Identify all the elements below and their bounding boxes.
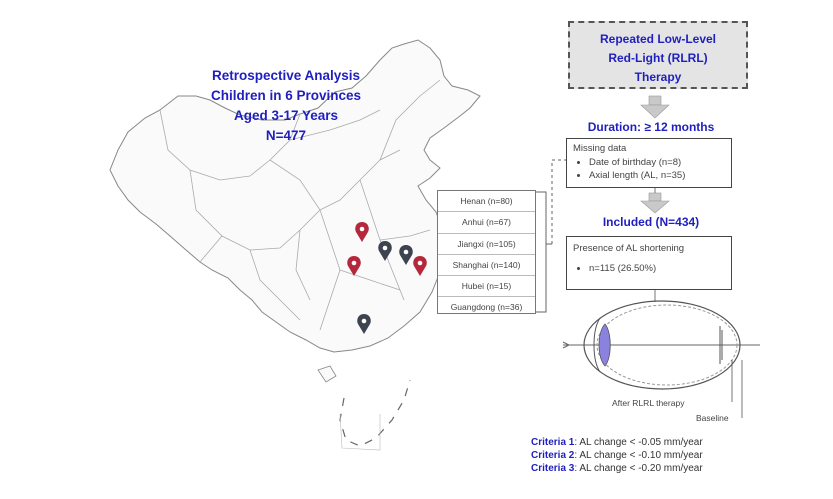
china-map-outline: [109, 39, 481, 353]
sea-boundary-dashes: [339, 379, 411, 447]
down-arrow-2: [640, 192, 670, 214]
baseline-label: Baseline: [696, 413, 729, 423]
included-label: Included (N=434): [602, 215, 700, 229]
title-line-4: N=477: [265, 128, 307, 143]
title-line-3: Aged 3-17 Years: [233, 108, 339, 123]
duration-label: Duration: ≥ 12 months: [587, 120, 715, 134]
presence-item: n=115 (26.50%): [589, 262, 725, 275]
pin-red-3: [347, 256, 361, 276]
province-shanghai: Shanghai (n=140): [438, 255, 535, 277]
criteria-2-text: : AL change < -0.10 mm/year: [574, 450, 703, 461]
missing-item-dob: Date of birthday (n=8): [589, 156, 725, 169]
pin-dark-2: [399, 245, 413, 265]
criteria-list: Criteria 1: AL change < -0.05 mm/year Cr…: [531, 436, 703, 475]
missing-item-al: Axial length (AL, n=35): [589, 169, 725, 182]
missing-data-title: Missing data: [573, 143, 627, 154]
criteria-1-text: : AL change < -0.05 mm/year: [574, 437, 703, 448]
therapy-line-3: Therapy: [634, 70, 682, 84]
criteria-2-label: Criteria 2: [531, 450, 575, 461]
title-line-2: Children in 6 Provinces: [210, 88, 362, 103]
criteria-2: Criteria 2: AL change < -0.10 mm/year: [531, 449, 703, 462]
province-guangdong: Guangdong (n=36): [450, 302, 523, 313]
therapy-box: Repeated Low-Level Red-Light (RLRL) Ther…: [568, 21, 748, 89]
province-boundaries: [159, 79, 441, 331]
pin-red-2: [413, 256, 427, 276]
criteria-3-label: Criteria 3: [531, 463, 575, 474]
eye-diagram: [562, 300, 760, 418]
criteria-1-label: Criteria 1: [531, 437, 575, 448]
province-jiangxi: Jiangxi (n=105): [438, 234, 535, 255]
title-line-1: Retrospective Analysis: [211, 68, 361, 83]
criteria-3: Criteria 3: AL change < -0.20 mm/year: [531, 462, 703, 475]
province-hubei: Hubei (n=15): [438, 276, 535, 298]
connector-to-flow: [551, 159, 566, 244]
therapy-line-1: Repeated Low-Level: [599, 32, 717, 46]
pin-dark-1: [378, 241, 392, 261]
criteria-3-text: : AL change < -0.20 mm/year: [574, 463, 703, 474]
therapy-line-2: Red-Light (RLRL): [608, 51, 708, 65]
after-therapy-label: After RLRL therapy: [612, 398, 685, 408]
study-title: Retrospective Analysis Children in 6 Pro…: [186, 66, 386, 146]
down-arrow-1: [640, 95, 670, 119]
pin-dark-3: [357, 314, 371, 334]
province-bracket: [536, 191, 552, 313]
criteria-1: Criteria 1: AL change < -0.05 mm/year: [531, 436, 703, 449]
missing-data-list: Date of birthday (n=8) Axial length (AL,…: [573, 156, 725, 182]
hainan-island: [317, 365, 337, 383]
province-list: Henan (n=80) Anhui (n=67) Jiangxi (n=105…: [437, 190, 536, 314]
presence-title: Presence of AL shortening: [573, 243, 685, 254]
sea-box: [339, 413, 381, 451]
province-anhui: Anhui (n=67): [438, 212, 535, 234]
pin-red-1: [355, 222, 369, 242]
presence-list: n=115 (26.50%): [573, 262, 725, 275]
missing-data-box: Missing data Date of birthday (n=8) Axia…: [566, 138, 732, 188]
province-henan: Henan (n=80): [438, 191, 535, 213]
presence-box: Presence of AL shortening n=115 (26.50%): [566, 236, 732, 290]
